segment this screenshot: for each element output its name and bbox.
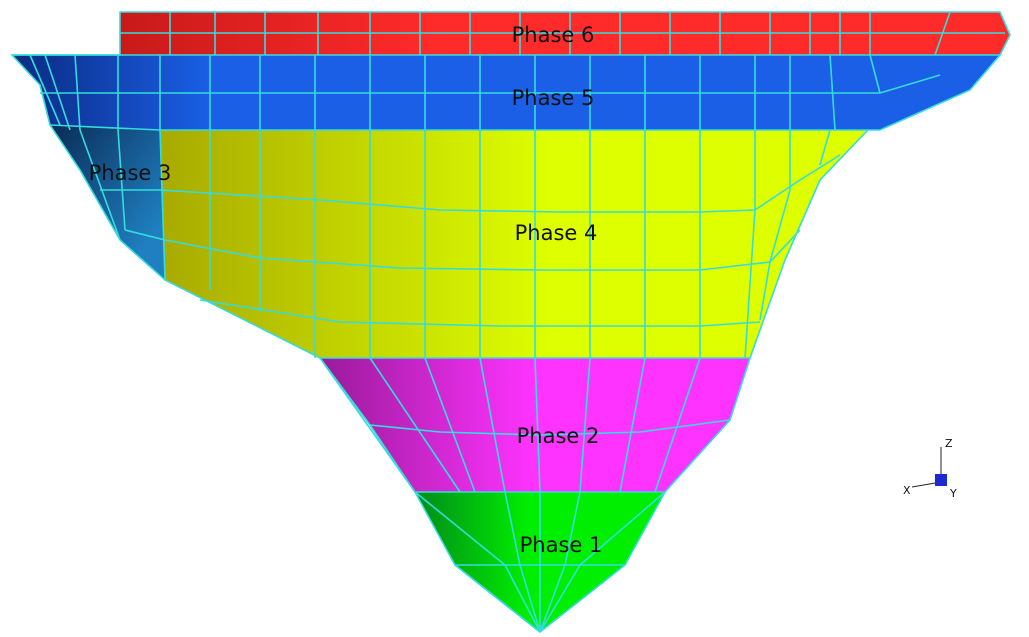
mesh-line	[159, 129, 166, 281]
mesh-line	[124, 229, 166, 241]
mesh-line	[414, 491, 541, 633]
mesh-line	[424, 357, 476, 493]
mesh-line	[744, 130, 756, 359]
mesh-line	[869, 54, 881, 94]
mesh-line	[504, 491, 541, 633]
mesh-line	[579, 357, 591, 493]
mesh-line	[934, 11, 951, 56]
mesh-line	[74, 54, 81, 131]
mesh-line	[534, 357, 541, 493]
mesh-line	[759, 130, 791, 321]
x-axis-label: X	[903, 484, 911, 497]
mesh-line	[479, 357, 506, 493]
finite-element-mesh	[10, 11, 1011, 634]
y-axis-marker	[935, 474, 947, 486]
mesh-line	[539, 491, 581, 633]
mesh-line	[369, 419, 731, 436]
mesh-line	[619, 357, 646, 493]
phase-2-region	[320, 358, 750, 492]
y-axis-label: Y	[949, 487, 957, 500]
mesh-line	[654, 357, 701, 493]
phase-4-region	[160, 130, 868, 358]
mesh-line	[79, 129, 121, 241]
phase-4-label: Phase 4	[515, 221, 598, 245]
phase-1-label: Phase 1	[520, 533, 603, 557]
mesh-line	[117, 129, 126, 231]
phase-3-region	[50, 125, 165, 280]
mesh-outline	[10, 11, 1011, 634]
mesh-line	[44, 54, 71, 131]
phase-3-label: Phase 3	[89, 161, 172, 185]
mesh-line	[29, 54, 61, 126]
axis-triad: Z X Y	[903, 437, 957, 500]
mesh-line	[199, 299, 761, 327]
mesh-line	[819, 129, 831, 166]
mesh-line	[829, 54, 836, 131]
mesh-line	[159, 154, 841, 213]
mesh-line	[539, 491, 666, 633]
phase-6-label: Phase 6	[512, 23, 595, 47]
phase-2-label: Phase 2	[517, 424, 600, 448]
z-axis-label: Z	[945, 437, 953, 450]
phase-5-label: Phase 5	[512, 86, 595, 110]
mesh-line	[369, 357, 461, 493]
